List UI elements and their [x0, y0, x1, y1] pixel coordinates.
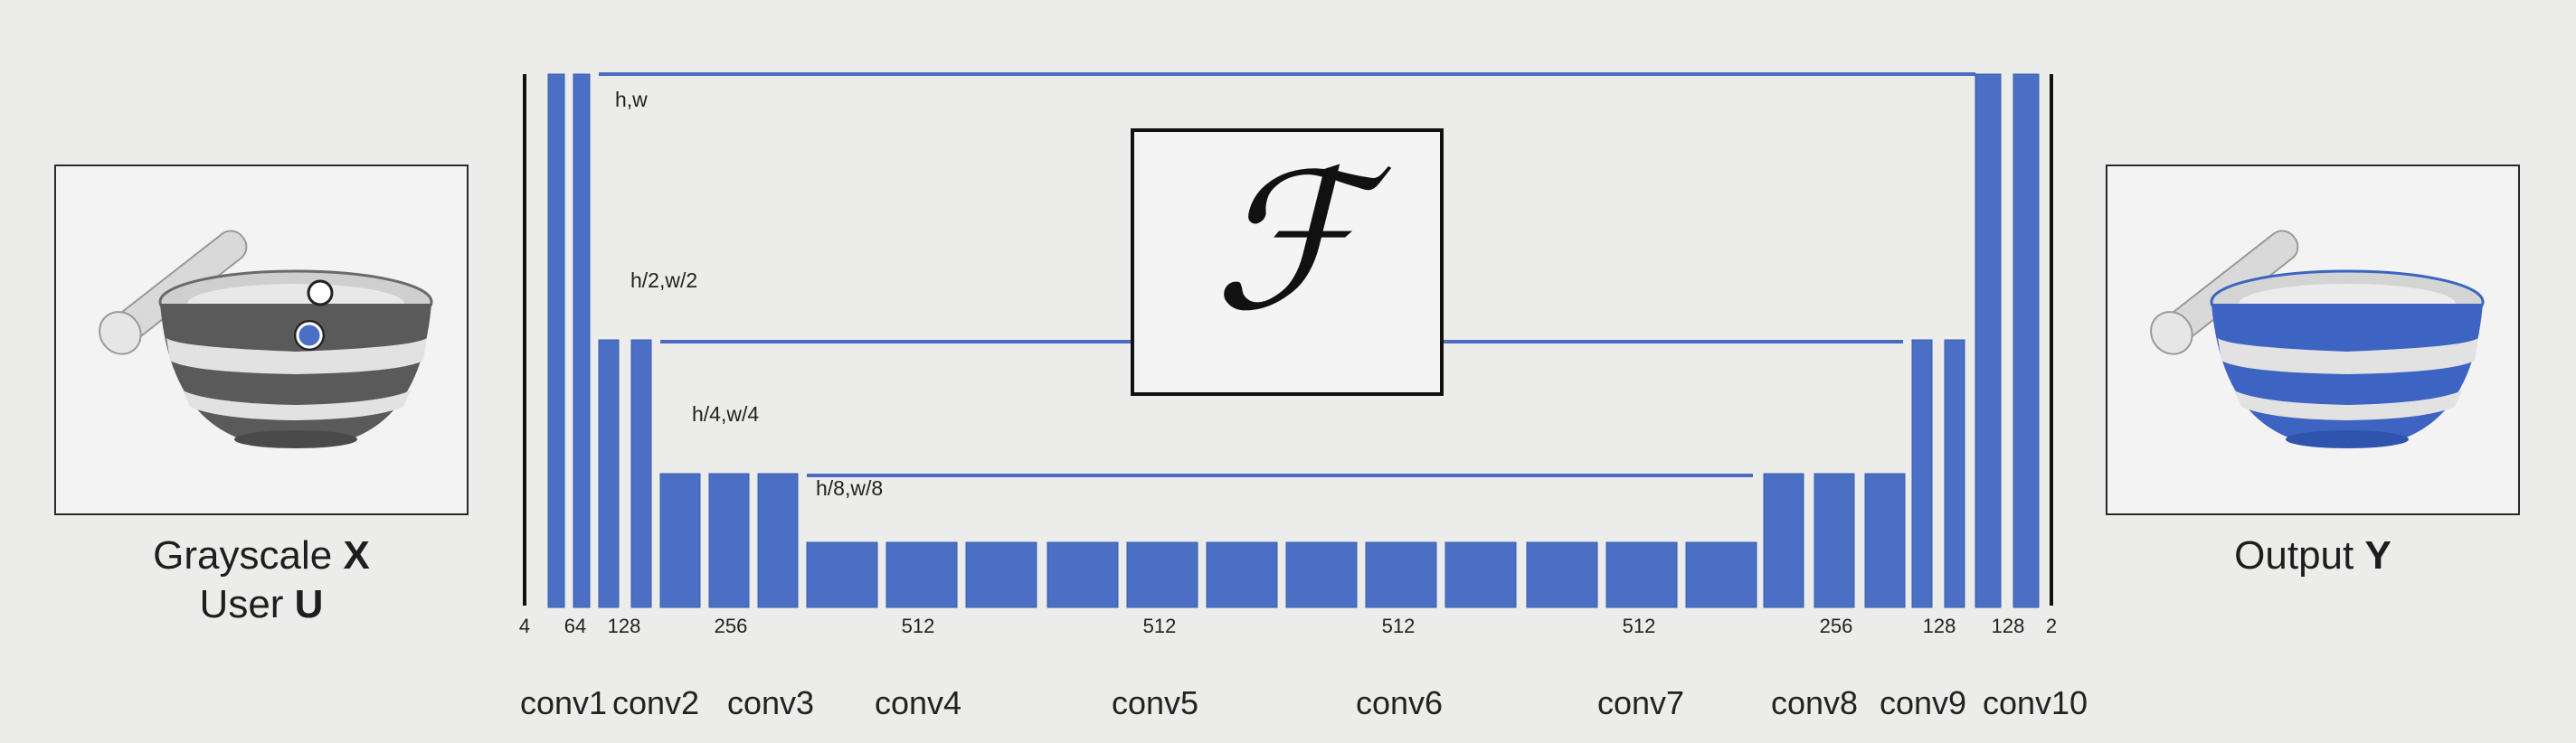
output-caption: Output Y	[2106, 531, 2520, 580]
resolution-label-hw: h,w	[615, 88, 648, 111]
conv7-layer-b	[1605, 541, 1678, 608]
conv3-layer-a	[659, 473, 701, 608]
conv-label-6: conv6	[1356, 684, 1443, 721]
conv10-layer-b	[2012, 73, 2040, 608]
caption-var-x: X	[343, 533, 370, 578]
caption-var-u: U	[294, 581, 324, 626]
hint-point-white	[307, 279, 334, 306]
conv8-layer-c	[1864, 473, 1906, 608]
channel-label-11: 128	[1992, 615, 2025, 637]
conv7-layer-c	[1685, 541, 1757, 608]
output-image-panel	[2106, 165, 2520, 515]
conv2-layer-b	[630, 339, 652, 608]
conv-label-9: conv9	[1880, 684, 1966, 721]
conv-label-3: conv3	[727, 684, 814, 721]
channel-label-10: 128	[1923, 615, 1956, 637]
caption-grayscale: Grayscale	[153, 533, 344, 578]
conv2-layer-a	[598, 339, 620, 608]
conv-label-10: conv10	[1983, 684, 2088, 721]
conv4-layer-b	[886, 541, 958, 608]
grayscale-mortar-image	[99, 230, 433, 448]
conv9-layer-a	[1911, 339, 1933, 608]
colorized-mortar-image	[2150, 230, 2485, 448]
function-box-frame	[1131, 128, 1444, 396]
conv3-layer-b	[708, 473, 750, 608]
channel-label-3: 128	[608, 615, 641, 637]
resolution-label-h2w2: h/2,w/2	[630, 268, 697, 292]
conv9-layer-b	[1944, 339, 1965, 608]
channel-label-4: 256	[715, 615, 748, 637]
channel-label-9: 256	[1820, 615, 1853, 637]
conv6-layer-c	[1444, 541, 1517, 608]
function-box: ℱ	[1131, 128, 1444, 396]
conv10-layer-a	[1975, 73, 2002, 608]
conv-label-8: conv8	[1771, 684, 1858, 721]
input-image-panel	[54, 165, 469, 515]
conv4-layer-a	[806, 541, 878, 608]
conv-label-7: conv7	[1597, 684, 1684, 721]
conv7-layer-a	[1526, 541, 1598, 608]
caption-var-y: Y	[2364, 533, 2391, 578]
conv-label-5: conv5	[1112, 684, 1198, 721]
conv-label-4: conv4	[875, 684, 961, 721]
conv5-layer-b	[1126, 541, 1198, 608]
channel-label-7: 512	[1382, 615, 1416, 637]
conv4-layer-c	[965, 541, 1037, 608]
conv5-layer-a	[1046, 541, 1119, 608]
conv6-layer-a	[1285, 541, 1358, 608]
conv6-layer-b	[1365, 541, 1437, 608]
function-symbol: ℱ	[1212, 131, 1391, 353]
conv-label-1: conv1	[520, 684, 607, 721]
channel-label-6: 512	[1143, 615, 1177, 637]
hint-point-blue	[296, 322, 323, 349]
output-channel-bar	[2050, 74, 2053, 606]
caption-output: Output	[2234, 533, 2365, 578]
channel-label-5: 512	[902, 615, 935, 637]
conv-label-2: conv2	[612, 684, 699, 721]
resolution-label-h4w4: h/4,w/4	[692, 402, 759, 426]
conv8-layer-a	[1763, 473, 1804, 608]
input-caption: Grayscale X User U	[54, 531, 469, 628]
input-channel-bar	[523, 74, 526, 606]
caption-user: User	[199, 581, 295, 626]
channel-label-1: 4	[519, 615, 530, 637]
conv8-layer-b	[1814, 473, 1855, 608]
conv3-layer-c	[757, 473, 799, 608]
resolution-label-h8w8: h/8,w/8	[816, 476, 883, 500]
channel-label-12: 2	[2046, 615, 2057, 637]
conv1-layer-b	[573, 73, 591, 608]
channel-label-2: 64	[564, 615, 586, 637]
conv5-layer-c	[1206, 541, 1278, 608]
conv1-layer-a	[547, 73, 565, 608]
channel-label-8: 512	[1623, 615, 1656, 637]
